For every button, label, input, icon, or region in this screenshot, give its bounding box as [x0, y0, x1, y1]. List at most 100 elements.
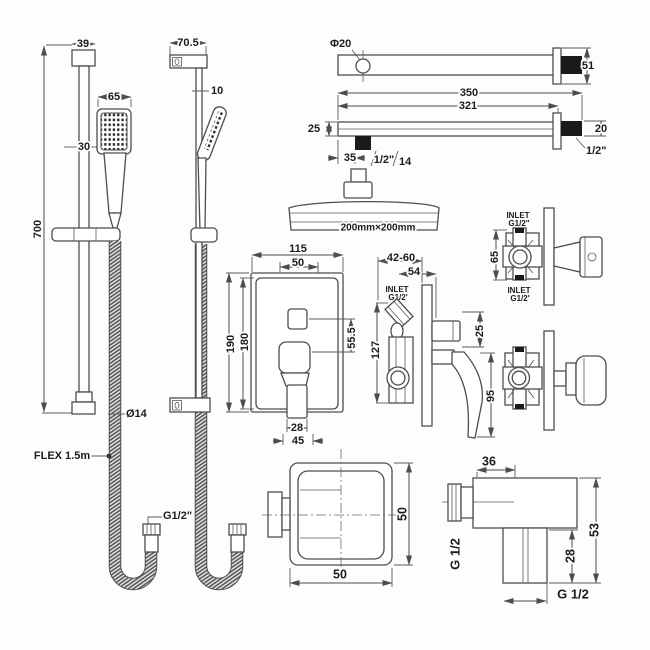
mixer-spacing-label: 55.5 [346, 327, 358, 348]
stop-valve-top-view: INLET G1/2" 65 INLET G1/2' [487, 207, 603, 306]
rail-slider-bracket [51, 227, 121, 242]
arm-outlet-thread [355, 136, 371, 150]
handshower-front-view: 65 [51, 89, 132, 242]
arm-side-dims [337, 90, 583, 120]
diverter-valve-side-view: 42-60 54 INLET G1/2' 127 25 95 [368, 250, 499, 439]
rail-side-width-label: 10 [211, 85, 223, 97]
stopvalve-inlet-bottom-2: G1/2' [510, 294, 529, 303]
valve-dims-top [377, 257, 437, 318]
square-wall-outlet: 50 50 [262, 449, 413, 587]
slide-rail-front-view: 39 700 30 [30, 36, 104, 415]
elbow-stem-height-label: 28 [563, 549, 577, 563]
rail-width-label: 30 [78, 141, 90, 153]
rail-side-slider [190, 227, 218, 243]
hose-flex-label: FLEX 1.5m [34, 450, 90, 462]
elbow-dims-top [476, 465, 516, 477]
handshower-width-label: 65 [108, 91, 120, 103]
elbow-thread-bottom-label: G 1/2 [557, 586, 589, 601]
stopvalve2-handle [575, 355, 607, 406]
handshower-handle [103, 152, 127, 214]
arm-wall-flange [552, 112, 562, 150]
stopvalve-handle [579, 236, 603, 278]
stopvalve-inlet-top-2: G1/2" [508, 219, 529, 228]
handshower-side-handle [197, 157, 207, 231]
valve-inlet-label-1: INLET [385, 285, 408, 294]
arm-thread1-label: 1/2" [374, 154, 395, 166]
stopvalve2-wall-plate [543, 330, 555, 431]
mixer-width-label: 115 [289, 243, 307, 255]
stopvalve-height-label: 65 [489, 251, 501, 263]
shower-arm-top-view: Φ20 51 [328, 36, 596, 85]
elbow-thread-side-label: G 1/2 [447, 538, 462, 570]
valve-dims-side [374, 302, 495, 438]
arm-thread2-label: 1/2" [586, 145, 607, 157]
shower-head-side-view: 200mm×200mm [288, 168, 440, 235]
sq-outlet-height-label: 50 [395, 507, 409, 521]
elbow-wall-outlet: 36 G 1/2 53 28 G 1/2 [442, 453, 603, 604]
valve-depth-label: 42-60 [387, 252, 415, 264]
arm-hole-dia-label: Φ20 [330, 38, 351, 50]
arm-thread2-height-label: 20 [595, 123, 607, 135]
mixer-valve-front-view: 115 50 190 180 55.5 28 45 [223, 241, 360, 449]
elbow-width-label: 36 [482, 454, 496, 468]
rail-side-dims [169, 40, 207, 55]
elbow-body [472, 477, 578, 529]
rail-height-label: 700 [32, 220, 44, 238]
hose-nut [228, 523, 247, 536]
arm-tube-height-label: 25 [308, 123, 320, 135]
head-connector-top [350, 168, 367, 183]
handshower-dims [97, 94, 132, 107]
mixer-diverter-knob [287, 308, 308, 330]
stopvalve-inlet-top-1: INLET [506, 211, 529, 220]
handshower-spray-face [100, 112, 128, 151]
shower-hose-right [194, 244, 247, 591]
leader-dot [106, 453, 112, 459]
valve-inlet-label-2: G1/2' [388, 293, 407, 302]
sq-outlet-connector [267, 491, 283, 538]
elbow-connector [447, 483, 462, 522]
mixer-handle-hub [278, 341, 311, 374]
mixer-inner-width-label: 50 [292, 257, 304, 269]
stopvalve-handle-neck [553, 241, 581, 273]
arm-block-label: 14 [399, 156, 412, 168]
valve-lever-length-label: 95 [485, 390, 497, 402]
head-body [288, 201, 440, 231]
valve-lever [451, 351, 484, 439]
arm-flange-label: 51 [582, 60, 594, 72]
mixer-dims-top [251, 252, 344, 276]
elbow-stem [502, 527, 548, 584]
stopvalve-wall-plate [543, 207, 555, 306]
arm-wall-flange-top [552, 47, 562, 85]
elbow-height-label: 53 [587, 523, 601, 537]
hose-nut [142, 523, 161, 536]
hose-thread-label: G1/2" [163, 510, 192, 522]
mixer-inner-height-label: 180 [239, 333, 251, 351]
valve-knob-depth-label: 25 [474, 325, 486, 337]
handshower-cone [108, 212, 122, 229]
head-connector-base [343, 181, 373, 199]
rail-front-dims [41, 41, 96, 414]
mixer-height-label: 190 [225, 335, 237, 353]
head-size-label: 200mm×200mm [341, 223, 416, 234]
slide-rail-side-view: 10 70.5 [169, 35, 227, 413]
mixer-handle-stem [286, 384, 308, 419]
arm-inlet-thread [561, 121, 582, 136]
mixer-base-label: 45 [292, 435, 304, 447]
stopvalve-inlet-bottom-1: INLET [507, 286, 530, 295]
stopvalve-dims [493, 229, 507, 281]
valve-plate-label: 54 [408, 266, 421, 278]
arm-offset-label: 35 [344, 152, 356, 164]
stopvalve2-handle-neck [553, 370, 567, 387]
hose-diameter-label: Ø14 [126, 408, 148, 420]
arm-thread-top [561, 56, 582, 74]
mixer-dims-side [226, 272, 355, 413]
rail-bottom-bracket [169, 397, 211, 413]
rail-top-bracket [169, 54, 208, 69]
shower-arm-side-view: 25 35 1/2" 14 20 1/2" 350 321 [306, 85, 609, 170]
sq-outlet-width-label: 50 [333, 567, 347, 581]
shower-hose-left: G1/2" Ø14 FLEX 1.5m [32, 241, 194, 591]
sq-outlet-dims [289, 462, 413, 587]
valve-wall-plate [421, 284, 433, 427]
